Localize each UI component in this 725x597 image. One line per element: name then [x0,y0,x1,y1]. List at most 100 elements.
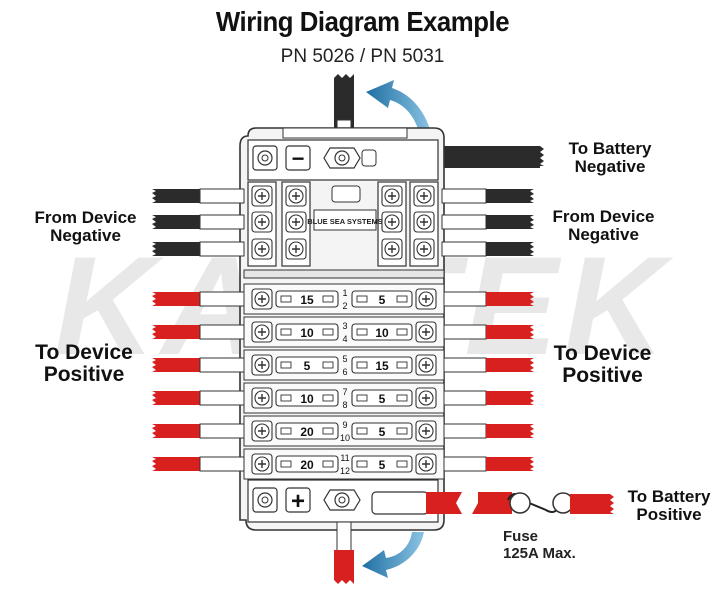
label-line: Positive [43,363,125,387]
arrow-up-icon [366,80,432,137]
wire-insulation [486,189,534,203]
label-line: To Device [35,341,133,364]
screw-cross [292,218,300,226]
circuit-number: 9 [342,420,347,430]
negative-bus-rows [152,185,534,260]
wire-insulation [152,391,200,405]
wire-terminal [199,423,245,439]
wire-insulation [486,215,534,229]
fuse-blade [280,394,292,402]
fuse-blade [322,394,334,402]
fuse-blade [396,394,408,402]
screw-cross [420,192,428,200]
part-number-subtitle: PN 5026 / PN 5031 [280,46,445,67]
negative-terminal-nut [252,145,278,171]
screw-cross [258,361,266,369]
wire-terminal [441,423,487,439]
fuse-blade [356,295,368,303]
fuse-blade [280,427,292,435]
fuse-blade [280,361,292,369]
screw-cross [388,245,396,253]
screw-cross [388,192,396,200]
circuit-number: 11 [340,453,349,463]
negative-symbol-badge [285,145,311,171]
positive-stud-icon [323,489,361,511]
main-negative-lead-top [334,74,354,137]
blade-fuse-icon [351,422,413,440]
wire-insulation [152,457,200,471]
label-line: To Battery [568,139,652,158]
circuit-number: 3 [342,321,347,331]
wire-terminal [199,291,245,307]
blade-fuse-icon [351,356,413,374]
blade-fuse-icon [275,323,339,341]
screw-cross [258,245,266,253]
circuit-number: 7 [342,387,347,397]
screw-cross [422,361,430,369]
fuse-blade [396,361,408,369]
positive-wire-left [152,456,245,472]
blade-fuse-icon [351,323,413,341]
positive-wire-right [441,423,534,439]
screw-cross [258,460,266,468]
positive-wire-right [441,357,534,373]
wire-terminal [199,324,245,340]
screw-cross [420,245,428,253]
label-line: Negative [574,156,646,176]
label-from-device-negative-right: From Device Negative [536,208,671,244]
wire-terminal [441,456,487,472]
fuse-blade [356,427,368,435]
negative-symbol: − [292,146,305,171]
screw-cross [258,427,266,435]
label-fuse: Fuse 125A Max. [503,528,603,563]
blade-fuse-icon [275,455,339,473]
circuit-number: 5 [342,354,347,364]
wire-insulation [486,391,534,405]
fuse-amp-left: 10 [300,326,314,340]
label-from-device-negative-left: From Device Negative [18,209,153,245]
fuse-blade [280,328,292,336]
screw-cross [258,295,266,303]
screw-cross [422,394,430,402]
brand-logo: BLUE SEA SYSTEMS [307,217,383,226]
screw-cross [422,295,430,303]
screw-cross [388,218,396,226]
wire-terminal [441,291,487,307]
positive-wire-right [441,291,534,307]
positive-wire-left [152,390,245,406]
label-line: Negative [568,224,639,244]
negative-wire-right [441,214,534,230]
positive-wire-right [441,324,534,340]
negative-wire-right [441,188,534,204]
wire-insulation [152,325,200,339]
label-line: Positive [562,364,643,388]
negative-wire-left [152,214,245,230]
positive-wire-left [152,423,245,439]
fuse-blade [396,460,408,468]
positive-wire-left [152,291,245,307]
label-to-battery-negative: To Battery Negative [550,140,670,176]
negative-wire-right [441,241,534,257]
circuit-number: 10 [340,433,350,443]
battery-positive-lead [371,491,614,515]
circuit-number: 4 [342,334,347,344]
label-line: From Device [34,208,137,227]
fuse-amp-left: 10 [300,392,314,406]
screw-cross [258,192,266,200]
positive-symbol-badge [285,487,311,513]
fuse-amp-left: 5 [304,359,311,373]
circuit-number: 6 [342,367,347,377]
fuse-amp-left: 20 [300,425,314,439]
screw-cross [292,245,300,253]
wire-insulation [152,215,200,229]
label-line: 125A Max. [503,545,576,563]
circuit-number: 12 [340,466,350,476]
fuse-amp-right: 5 [379,425,386,439]
positive-symbol: + [291,488,305,515]
screw-cross [422,328,430,336]
fuse-blade [356,394,368,402]
screw-cross [292,192,300,200]
wire-insulation [486,424,534,438]
